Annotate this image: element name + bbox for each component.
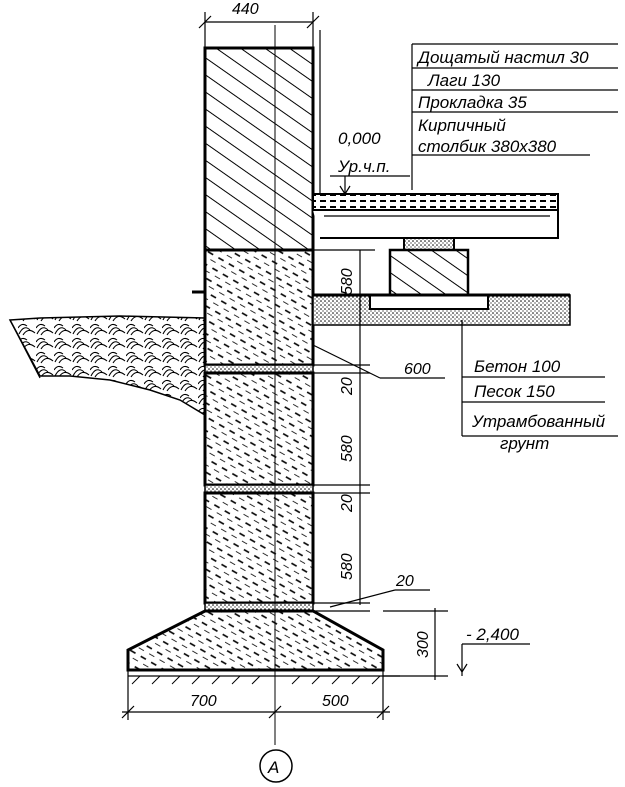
concrete-block-1 xyxy=(203,248,315,367)
floor-layer-4a: Кирпичный xyxy=(418,116,506,135)
concrete-block-3 xyxy=(203,491,315,605)
floor-layer-3: Прокладка 35 xyxy=(418,93,527,112)
axis-bubble xyxy=(259,749,293,783)
axis-label: А xyxy=(267,758,279,777)
floor-layer-2: Лаги 130 xyxy=(427,71,501,90)
dim-offset-600: 600 xyxy=(404,361,431,378)
pad xyxy=(403,237,455,251)
joist xyxy=(313,209,559,239)
concrete-block-2 xyxy=(203,371,315,487)
dim-block-3: 580 xyxy=(339,553,356,580)
dim-footing-right: 500 xyxy=(322,693,349,710)
base-layer-2: Песок 150 xyxy=(474,382,555,401)
base-layer-1: Бетон 100 xyxy=(474,357,561,376)
base-layer-3b: грунт xyxy=(500,434,549,453)
ground-hatch-bottom xyxy=(131,675,381,685)
dim-block-2: 580 xyxy=(339,435,356,462)
dim-joint-1: 20 xyxy=(339,377,356,396)
base-layer-3a: Утрамбованный xyxy=(471,412,606,431)
floor-level-label: Ур.ч.п. xyxy=(337,157,390,176)
brick-pier xyxy=(388,248,470,297)
brick-wall-upper xyxy=(203,46,315,252)
floor-layer-1: Дощатый настил 30 xyxy=(416,48,589,67)
dim-footing-height: 300 xyxy=(415,631,432,658)
floor-level-value: 0,000 xyxy=(338,129,381,148)
floor-boards xyxy=(312,193,559,211)
dim-wall-width: 440 xyxy=(232,1,259,18)
soil-backfill xyxy=(8,315,206,417)
dim-joint-2: 20 xyxy=(339,494,356,513)
floor-layer-4b: столбик 380х380 xyxy=(418,137,557,156)
dim-footing-left: 700 xyxy=(190,693,217,710)
bottom-level: - 2,400 xyxy=(466,625,519,644)
dim-block-1: 580 xyxy=(339,268,356,295)
dim-joint-3: 20 xyxy=(395,573,414,590)
footing xyxy=(126,609,385,672)
